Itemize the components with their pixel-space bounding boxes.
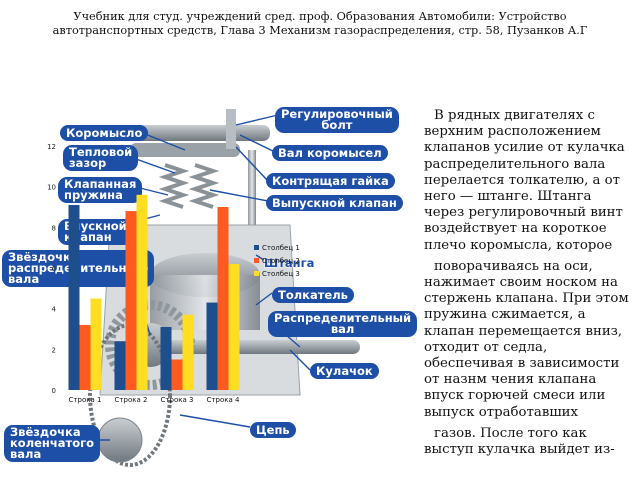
y-tick-label: 10 (47, 184, 56, 192)
label-exhaust-valve: Выпускной клапан (266, 195, 403, 211)
x-tick-label: Строка 1 (69, 396, 102, 404)
y-tick-label: 4 (52, 306, 57, 314)
page-header: Учебник для студ. учреждений сред. проф.… (0, 10, 640, 38)
bar (171, 359, 183, 390)
label-pushrod: Штанга (264, 256, 315, 270)
y-tick-label: 12 (47, 143, 56, 151)
bar (114, 341, 126, 390)
paragraph-3: газов. После того как выступ кулачка вый… (424, 425, 615, 458)
bar (79, 324, 91, 390)
y-tick-label: 8 (52, 224, 56, 232)
timing-chain-shape (88, 323, 172, 467)
label-tappet: Толкатель (272, 287, 354, 303)
y-tick-label: 0 (52, 387, 56, 395)
label-rocker-shaft: Вал коромысел (272, 145, 388, 161)
header-line-2: автотранспортных средств, Глава 3 Механи… (52, 24, 588, 37)
x-tick-label: Строка 3 (161, 396, 194, 404)
bar (68, 204, 80, 390)
valve-springs (158, 163, 220, 209)
bar (90, 298, 102, 390)
body-text: В рядных двигателях с верхним расположен… (424, 108, 634, 463)
x-tick-label: Строка 2 (115, 396, 148, 404)
bar (206, 302, 218, 390)
label-lock-nut: Контрящая гайка (266, 173, 395, 189)
label-rocker: Коромысло (60, 125, 149, 141)
legend-swatch (254, 245, 259, 250)
legend-swatch (254, 271, 259, 276)
bar (160, 326, 172, 390)
y-tick-label: 2 (52, 346, 56, 354)
bar (217, 207, 229, 390)
paragraph-1: В рядных двигателях с верхним расположен… (424, 108, 625, 253)
legend-label: Столбец 1 (262, 244, 300, 252)
bar (228, 263, 240, 390)
label-chain: Цепь (250, 422, 296, 438)
paragraph-2: поворачиваясь на оси, нажимает своим нос… (424, 258, 629, 420)
bar (182, 314, 194, 390)
adjust-bolt-shape (226, 109, 236, 149)
bar (136, 194, 148, 390)
y-tick-label: 6 (52, 265, 57, 273)
legend-swatch (254, 258, 259, 263)
x-tick-label: Строка 4 (207, 396, 240, 404)
legend-label: Столбец 3 (262, 270, 300, 278)
legend-label: Столбец 2 (262, 257, 300, 265)
bar (125, 211, 137, 390)
label-cam: Кулачок (310, 363, 379, 379)
header-line-1: Учебник для студ. учреждений сред. проф.… (73, 10, 567, 23)
